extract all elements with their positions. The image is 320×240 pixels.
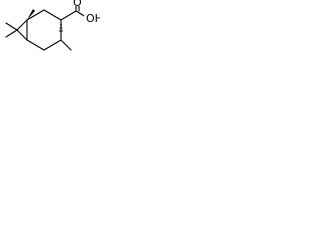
- bond-c6-c7: [16, 29, 28, 41]
- hashed-bond: [59, 24, 63, 32]
- bond-c4-methyl: [60, 39, 72, 51]
- wedge-bond: [27, 9, 35, 20]
- bond-c1-c7: [16, 19, 28, 31]
- bond-c7-methyl-up: [5, 22, 18, 31]
- bond-c3-carboxyl: [60, 10, 77, 21]
- bond-c5-c6: [26, 39, 45, 51]
- bond-c1-c2: [26, 9, 45, 21]
- bond-c7-methyl-down: [5, 29, 18, 38]
- structure-svg: O OH: [5, 0, 100, 51]
- bond-c2-c3: [43, 9, 62, 21]
- oxygen-label: O: [73, 0, 82, 9]
- molecule-diagram: O OH: [0, 0, 100, 78]
- bond-c4-c5: [43, 39, 62, 51]
- hydroxyl-label: OH: [86, 12, 100, 25]
